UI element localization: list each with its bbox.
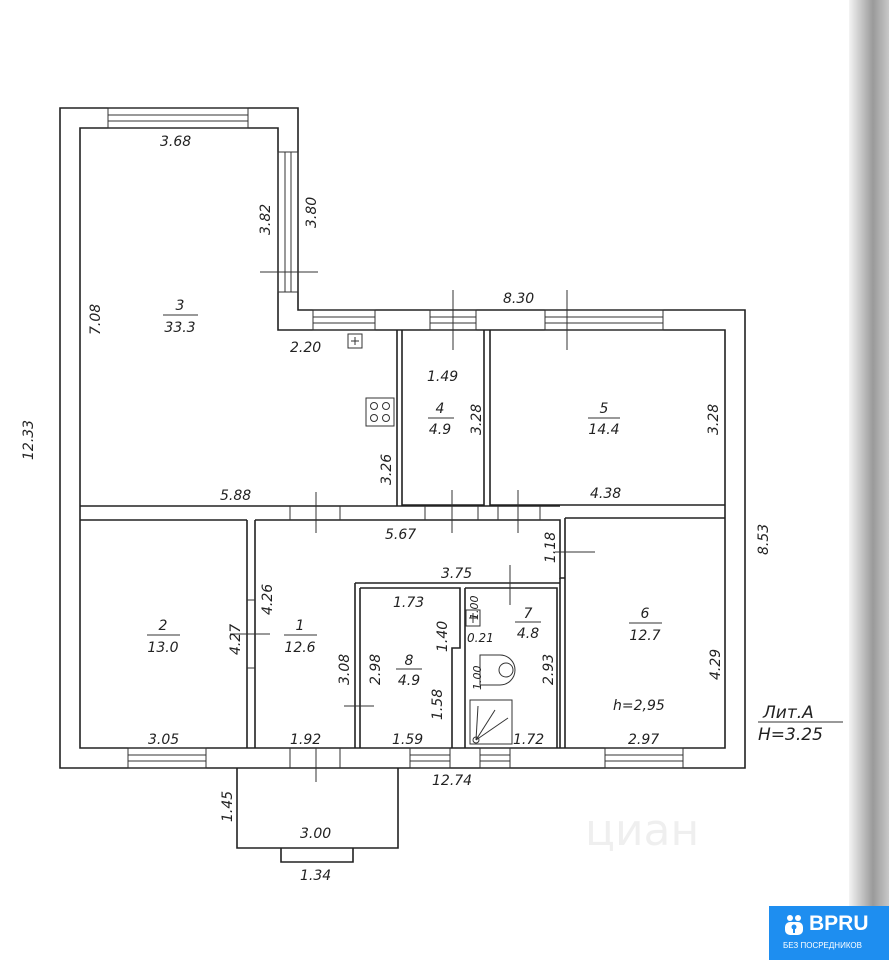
inner-wall-outline: [79, 127, 726, 749]
svg-text:3.75: 3.75: [441, 566, 472, 582]
svg-text:1.58: 1.58: [430, 689, 446, 720]
room-5: 514.4: [588, 401, 620, 438]
people-logo-icon: [785, 915, 803, 935]
svg-text:1.18: 1.18: [543, 532, 559, 563]
svg-text:7.08: 7.08: [88, 304, 104, 335]
svg-text:1.00: 1.00: [471, 666, 484, 691]
svg-text:8: 8: [405, 653, 414, 669]
svg-text:8.30: 8.30: [503, 291, 534, 307]
badge-name: BPRU: [809, 912, 869, 935]
svg-text:5: 5: [600, 401, 609, 417]
svg-text:4.26: 4.26: [260, 584, 276, 615]
outer-wall: [59, 107, 746, 769]
room-8: 84.9: [396, 653, 422, 689]
room-2: 213.0: [147, 618, 180, 656]
svg-text:5.88: 5.88: [220, 488, 251, 504]
svg-text:1: 1: [296, 618, 305, 634]
svg-text:1.45: 1.45: [220, 791, 236, 822]
bpru-badge[interactable]: BPRU БЕЗ ПОСРЕДНИКОВ: [769, 906, 889, 960]
svg-text:2.97: 2.97: [628, 732, 659, 748]
svg-text:2.93: 2.93: [541, 654, 557, 685]
watermark: циан: [585, 805, 700, 856]
svg-text:1.92: 1.92: [290, 732, 321, 748]
svg-text:1.72: 1.72: [513, 732, 544, 748]
door-marks: [230, 271, 595, 782]
bath-sink-icon: [465, 609, 481, 627]
svg-text:1.34: 1.34: [300, 868, 331, 884]
stove-icon: [365, 397, 395, 427]
svg-text:12.74: 12.74: [432, 773, 472, 789]
svg-text:4: 4: [436, 401, 445, 417]
svg-text:1.49: 1.49: [427, 369, 458, 385]
svg-text:4.29: 4.29: [708, 649, 724, 680]
page-edge-shadow: [849, 0, 889, 960]
badge-subtitle: БЕЗ ПОСРЕДНИКОВ: [783, 941, 862, 950]
svg-text:4.27: 4.27: [228, 624, 244, 655]
svg-text:3.82: 3.82: [258, 204, 274, 235]
svg-text:4.8: 4.8: [517, 626, 539, 642]
room-4: 44.9: [428, 401, 454, 438]
sink-icon: [347, 333, 363, 349]
svg-text:12.33: 12.33: [21, 420, 37, 460]
boiler-icon: [469, 699, 513, 745]
svg-text:2: 2: [159, 618, 168, 634]
svg-text:3.28: 3.28: [706, 404, 722, 435]
svg-text:0.21: 0.21: [467, 631, 494, 645]
svg-text:3.26: 3.26: [379, 454, 395, 485]
svg-text:H=3.25: H=3.25: [758, 725, 823, 745]
svg-text:2.20: 2.20: [290, 340, 321, 356]
svg-text:4.9: 4.9: [398, 673, 420, 689]
svg-text:3: 3: [176, 298, 185, 314]
svg-text:3.08: 3.08: [337, 654, 353, 685]
svg-text:1.73: 1.73: [393, 595, 424, 611]
svg-text:13.0: 13.0: [147, 640, 178, 656]
interior-walls: [80, 330, 725, 748]
windows: [107, 107, 684, 769]
svg-text:4.9: 4.9: [429, 422, 451, 438]
toilet-icon: [479, 654, 516, 686]
porch: [236, 768, 399, 863]
room-3: 333.3: [163, 298, 198, 336]
svg-text:14.4: 14.4: [588, 422, 619, 438]
svg-text:4.38: 4.38: [590, 486, 621, 502]
room-1: 112.6: [284, 618, 317, 656]
svg-text:3.68: 3.68: [160, 134, 191, 150]
svg-text:6: 6: [641, 606, 650, 622]
svg-text:8.53: 8.53: [756, 524, 772, 555]
svg-text:3.80: 3.80: [304, 197, 320, 228]
svg-text:3.00: 3.00: [300, 826, 331, 842]
svg-text:1.00: 1.00: [468, 596, 481, 621]
dimensions: 3.68 3.82 3.80 7.08 12.33 2.20 8.30 1.49…: [21, 134, 823, 884]
svg-text:12.7: 12.7: [629, 628, 660, 644]
room-7: 74.8: [515, 606, 541, 642]
svg-text:1.40: 1.40: [435, 621, 451, 652]
svg-text:3.05: 3.05: [148, 732, 179, 748]
svg-text:5.67: 5.67: [385, 527, 416, 543]
svg-text:7: 7: [524, 606, 533, 622]
svg-text:Лит.А: Лит.А: [762, 703, 814, 723]
svg-text:33.3: 33.3: [164, 320, 195, 336]
svg-text:h=2,95: h=2,95: [613, 698, 665, 714]
room-6: 612.7: [629, 606, 662, 644]
svg-text:1.59: 1.59: [392, 732, 423, 748]
svg-text:3.28: 3.28: [469, 404, 485, 435]
svg-text:2.98: 2.98: [368, 654, 384, 685]
svg-text:12.6: 12.6: [284, 640, 315, 656]
